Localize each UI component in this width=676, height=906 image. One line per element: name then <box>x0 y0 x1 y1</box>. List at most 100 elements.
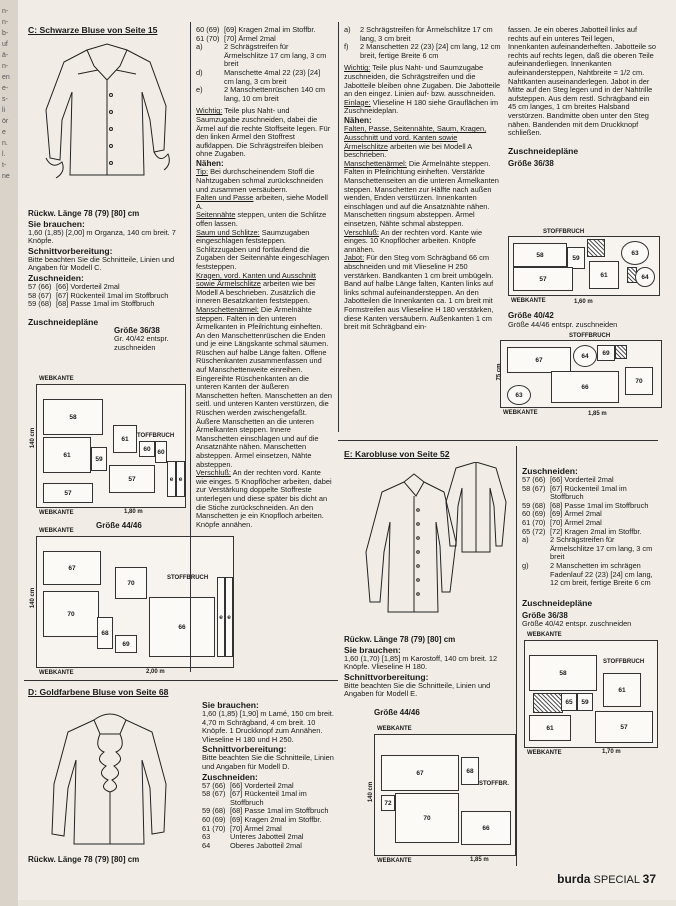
d-selvage-label-2: WEBKANTE <box>503 410 538 416</box>
edge-text-fragment: ä- <box>2 52 9 59</box>
item-description: Manschette 4mal 22 (23) [24] cm lang, 3 … <box>224 67 321 86</box>
model-c-step-4: Kragen, vord. Kanten und Ausschnitt sowi… <box>196 271 332 306</box>
model-e-size: Größe 44/46 <box>374 707 420 717</box>
item-description: [66] Vorderteil 2mal <box>550 475 614 484</box>
hint-text-d: Teile plus Naht- und Saumzugabe zuschnei… <box>344 63 501 99</box>
d-length-1: 1,60 m <box>574 299 593 305</box>
model-c-step-2: Seitennähte steppen, unten die Schlitze … <box>196 211 332 228</box>
brand-logo: burda <box>557 872 591 886</box>
item-number: 60 (69) <box>196 25 220 34</box>
list-item: 59 (68)[68] Passe 1mal im Stoffbruch <box>28 300 188 309</box>
item-number: 58 (67) <box>202 789 226 799</box>
item-description: 2 Manschettenrüschen 140 cm lang, 10 cm … <box>224 85 326 103</box>
step-5-text: Die Ärmelnähte steppen. Falten in den un… <box>196 304 332 469</box>
item-description: Unteres Jabotteil 2mal <box>230 832 304 842</box>
selvage-label: WEBKANTE <box>39 376 74 382</box>
model-c-continued: 60 (69)[69] Kragen 2mal im Stoffbr.61 (7… <box>196 25 332 529</box>
item-description: [67] Rückenteil 1mal im Stoffbruch <box>550 483 627 502</box>
item-number: 57 (66) <box>28 281 52 291</box>
model-c-plans-heading: Zuschneidepläne <box>28 316 99 327</box>
model-e-plan-note: Größe 40/42 entspr. zuschneiden <box>522 619 632 629</box>
model-d-plans-heading: Zuschneidepläne <box>508 145 579 156</box>
step-3-text: Saumzugaben eingeschlagen feststeppen. S… <box>196 227 330 271</box>
pattern-instructions-page: C: Schwarze Bluse von Seite 15 Rückw. Lä… <box>18 0 676 900</box>
model-c-need-heading: Sie brauchen: <box>28 218 85 229</box>
model-d-sew-heading: Nähen: <box>344 115 372 125</box>
page-number: 37 <box>642 872 656 886</box>
model-c-title: C: Schwarze Bluse von Seite 15 <box>28 25 158 35</box>
model-d-step-2: Manschettenärmel: Die Ärmelnähte steppen… <box>344 158 502 229</box>
model-e-plans-heading: Zuschneidepläne <box>522 597 593 608</box>
item-number: 64 <box>202 840 211 850</box>
d-selvage-label: WEBKANTE <box>511 298 546 304</box>
model-c-prep-heading: Schnittvorbereitung: <box>28 245 113 256</box>
item-description: 2 Schrägstreifen für Ärmelschlitze 17 cm… <box>224 42 327 69</box>
model-d-interfacing: Einlage: Vlieseline H 180 siehe Graufläc… <box>344 97 502 116</box>
item-number: 59 (68) <box>522 500 546 510</box>
list-item: 57 (66) [66] Vorderteil 2mal <box>522 475 658 485</box>
item-description: [70] Ärmel 2mal <box>230 823 282 833</box>
model-d-hint: Wichtig: Teile plus Naht- und Saumzugabe… <box>344 64 502 98</box>
edge-text-fragment: ör <box>2 118 9 125</box>
model-e-title: E: Karobluse von Seite 52 <box>344 449 450 459</box>
list-item: 59 (68)[68] Passe 1mal im Stoffbruch <box>522 500 658 511</box>
d-step-3-label: Verschluß: <box>344 227 379 237</box>
model-c-step-6: Verschluß: An der rechten vord. Kante wi… <box>196 468 332 529</box>
f-selvage-label: WEBKANTE <box>527 632 562 638</box>
e-selvage-label-bottom: WEBKANTE <box>377 858 412 864</box>
item-description: Oberes Jabotteil 2mal <box>230 840 302 850</box>
model-e-prep-text: Bitte beachten Sie die Schnitteile, Lini… <box>344 680 491 699</box>
column-rule-3 <box>516 446 517 866</box>
item-number: g) <box>522 560 529 570</box>
d-step-4-text: Für den Steg vom Schrägband 66 cm abschn… <box>344 253 494 332</box>
list-item: 60 (69) [69] Kragen 2mal im Stoffbr. <box>196 25 332 35</box>
model-d-continued: a)2 Schrägstreifen für Ärmelschlitze 17 … <box>344 25 502 332</box>
item-number: a) <box>196 42 203 52</box>
model-e-cut-heading: Zuschneiden: <box>522 466 578 476</box>
d-fold-label-2: STOFFBRUCH <box>569 333 611 339</box>
item-description: [72] Kragen 2mal im Stoffbr. <box>550 526 642 536</box>
d-step-4-label: Jabot: <box>344 253 365 263</box>
model-e-section: E: Karobluse von Seite 52 <box>344 450 514 459</box>
item-number: 61 (70) <box>522 517 546 527</box>
model-c-sew-heading: Nähen: <box>196 158 224 168</box>
step-3-label: Saum und Schlitze: <box>196 227 260 237</box>
item-number: a) <box>344 25 351 34</box>
model-d-caption-wrap: Rückw. Länge 78 (79) [80] cm <box>28 855 188 865</box>
model-c-section: C: Schwarze Bluse von Seite 15 <box>28 26 188 35</box>
item-description: [70] Ärmel 2mal <box>550 517 602 527</box>
item-number: 57 (66) <box>522 475 546 484</box>
list-item: 58 (67)[67] Rückenteil 1mal im Stoffbruc… <box>28 290 188 301</box>
d-step-2-text: Die Ärmelnähte steppen. Falten in Pfeilr… <box>344 158 499 228</box>
interfacing-label: Einlage: <box>344 97 371 107</box>
model-c-caption: Rückw. Länge 78 (79) [80] cm <box>28 209 140 218</box>
model-e-need-heading: Sie brauchen: <box>344 644 401 655</box>
model-d-prep-heading: Schnittvorbereitung: <box>202 744 287 755</box>
selvage-label-2-bottom: WEBKANTE <box>39 670 74 676</box>
step-6-label: Verschluß: <box>196 468 231 478</box>
item-description: [69] Kragen 2mal im Stoffbr. <box>224 25 316 34</box>
item-number: 60 (69) <box>202 814 226 824</box>
model-d-need-heading: Sie brauchen: <box>202 700 259 710</box>
step-1-label: Falten und Passe <box>196 193 254 203</box>
model-c-prep-text: Bitte beachten Sie die Schnitteile, Lini… <box>28 254 175 273</box>
step-2-text: steppen, unten die Schlitze offen lassen… <box>196 210 327 228</box>
item-description: [69] Ärmel 2mal <box>550 509 602 519</box>
item-description: [67] Rückenteil 1mal im Stoffbruch <box>56 290 169 300</box>
item-number: 59 (68) <box>202 806 226 816</box>
cutting-layout-e-36-38: WEBKANTE WEBKANTE STOFFBRUCH 58 65 59 61… <box>524 632 658 756</box>
item-number: e) <box>196 85 203 95</box>
model-d-size2-note: Größe 44/46 entspr. zuschneiden <box>508 319 618 329</box>
section-divider-d <box>24 680 338 681</box>
item-number: 58 (67) <box>522 483 546 493</box>
brand-subtitle: SPECIAL <box>593 874 640 886</box>
edge-text-fragment: l. <box>2 151 6 158</box>
d-step-2-label: Manschettenärmel: <box>344 158 407 168</box>
model-d-step-1: Falten, Passe, Seitennähte, Saum, Kragen… <box>344 125 502 159</box>
jabot-text: fassen. Je ein oberes Jabotteil links au… <box>508 25 656 138</box>
model-d-step-3: Verschluß: An der rechten vord. Kante wi… <box>344 227 502 255</box>
tip-label: Tip: <box>196 167 209 177</box>
f-fold-label: STOFFBRUCH <box>603 659 645 665</box>
